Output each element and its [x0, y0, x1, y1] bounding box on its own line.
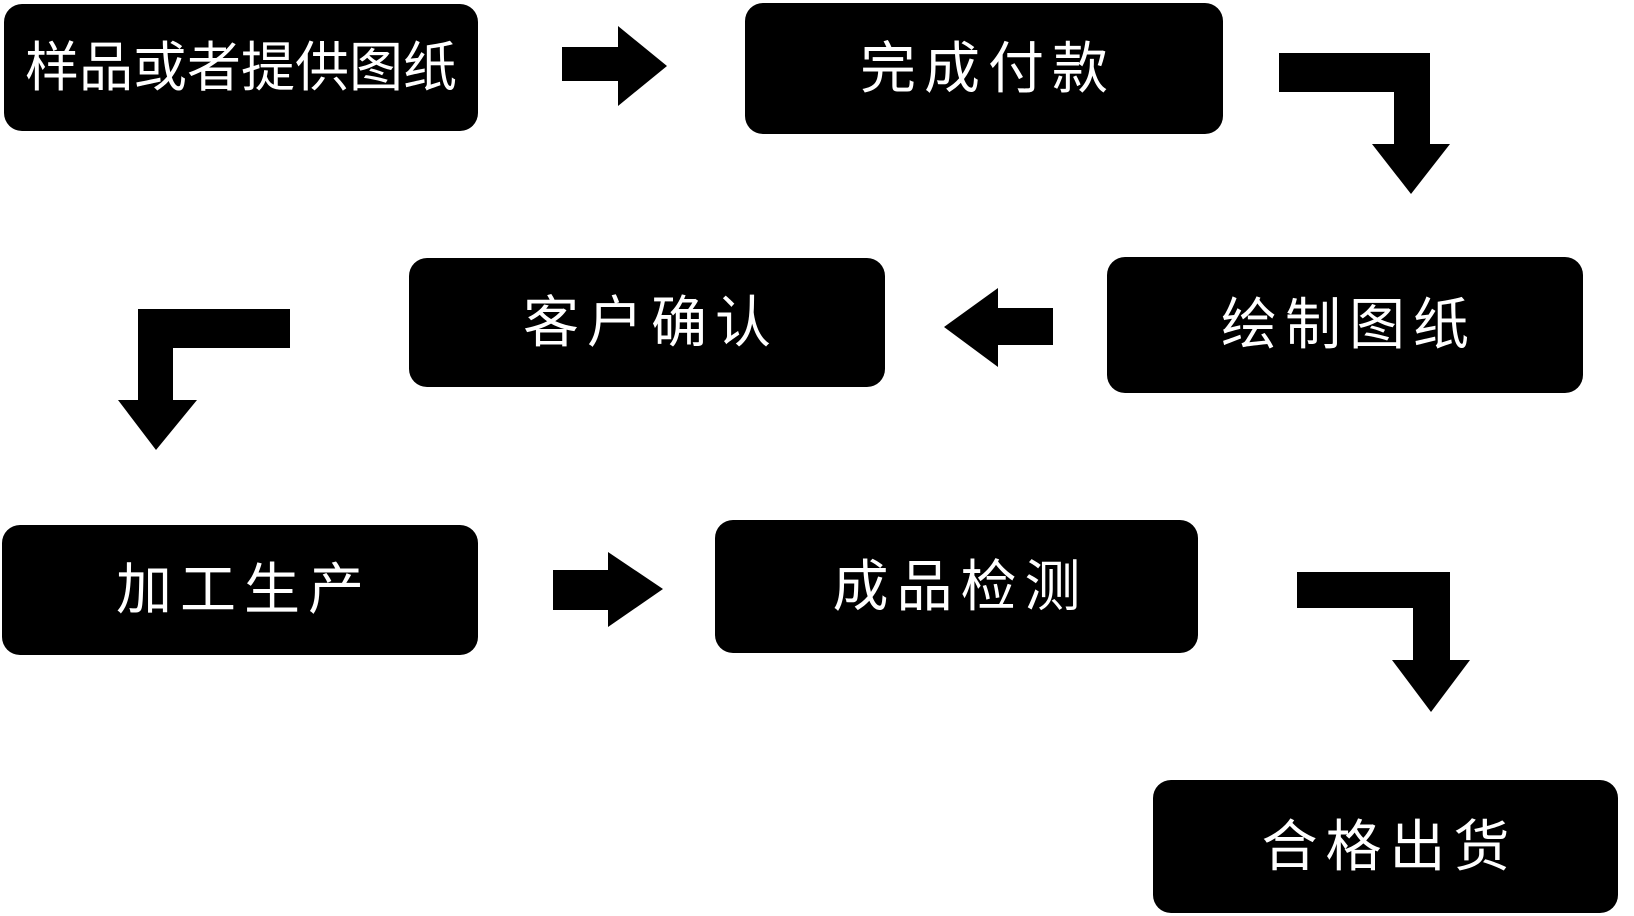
node-complete-payment: 完成付款 [745, 3, 1223, 134]
node-label: 完成付款 [860, 36, 1116, 100]
node-label: 加工生产 [116, 558, 372, 621]
arrow-right-icon [562, 26, 667, 106]
node-customer-confirmation: 客户确认 [409, 258, 885, 387]
arrow-elbow-down-icon [1297, 572, 1470, 712]
arrow-left-icon [944, 288, 1053, 367]
node-qualified-shipment: 合格出货 [1153, 780, 1618, 913]
node-finished-product-inspection: 成品检测 [715, 520, 1198, 653]
arrow-right-icon [553, 552, 663, 627]
arrow-elbow-down-icon [1279, 53, 1450, 194]
node-processing-production: 加工生产 [2, 525, 478, 655]
node-sample-or-provide-drawings: 样品或者提供图纸 [4, 4, 478, 131]
arrow-elbow-down-icon [118, 309, 290, 450]
node-label: 成品检测 [832, 554, 1089, 618]
node-label: 绘制图纸 [1221, 293, 1477, 356]
node-draw-drawings: 绘制图纸 [1107, 257, 1583, 393]
node-label: 样品或者提供图纸 [25, 37, 457, 98]
node-label: 合格出货 [1261, 814, 1518, 878]
node-label: 客户确认 [523, 290, 779, 354]
